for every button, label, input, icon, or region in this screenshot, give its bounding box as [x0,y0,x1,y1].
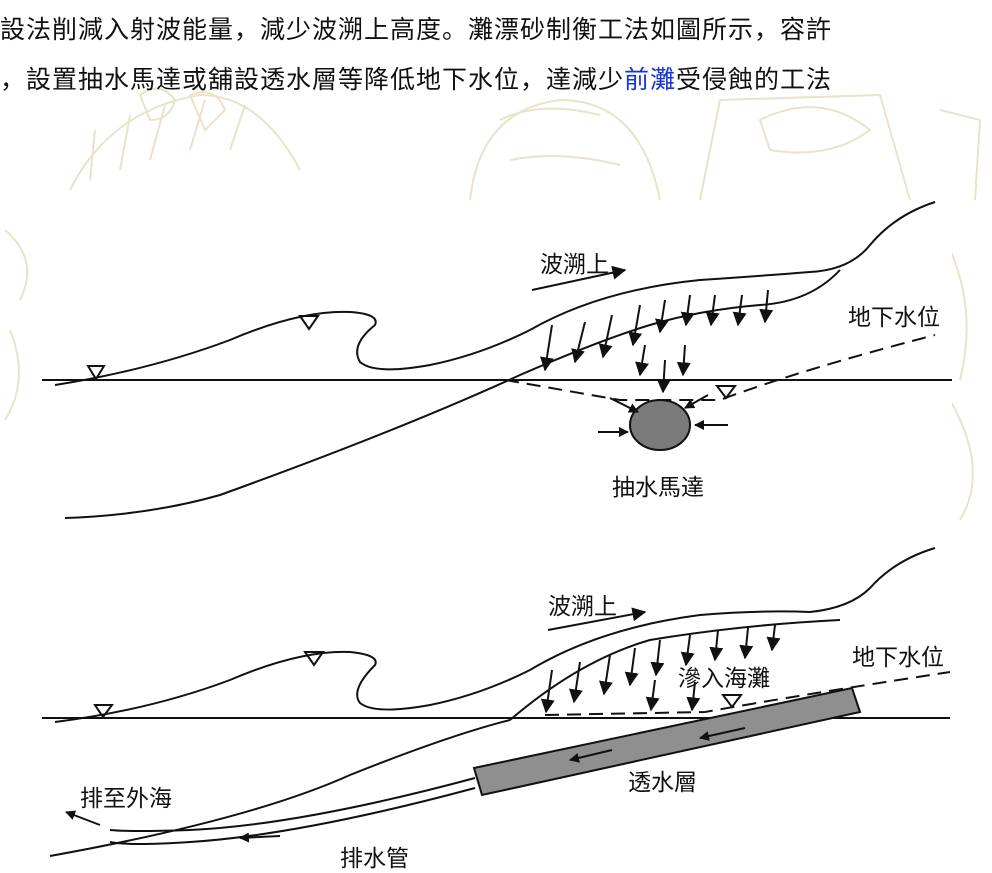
permeable-layer-label: 透水層 [628,770,697,796]
bottom-wave-runup-label: 波溯上 [548,594,617,620]
bottom-beach-profile [509,619,841,721]
top-groundwater-label: 地下水位 [848,305,940,331]
bottom-water-marker-1 [93,704,114,719]
foreshore-link[interactable]: 前灘 [624,65,677,94]
bottom-groundwater-label: 地下水位 [852,645,944,671]
bottom-runup-arrow [547,607,647,631]
top-runup-arrow [531,265,627,291]
top-diagram [42,201,952,519]
drain-pipe-lower [109,787,476,845]
bottom-wave-surface [54,547,936,723]
top-wave-runup-label: 波溯上 [540,252,609,278]
bottom-water-marker-2 [303,651,325,667]
top-panel-bg [42,205,952,545]
top-groundwater-line [504,334,936,401]
top-beach-profile [64,269,841,519]
to-sea-arrow [65,810,101,826]
drain-pipe-label: 排水管 [340,846,409,872]
top-pump-body [629,399,691,451]
infiltrate-beach-label: 滲入海灘 [678,666,770,692]
intro-text-line2: ，設置抽水馬達或舖設透水層等降低地下水位，達減少前灘受侵蝕的工法 [0,60,832,96]
drain-pipe-upper [109,777,476,832]
bottom-deep-profile [49,719,511,857]
intro-text-line1: 設法削減入射波能量，減少波溯上高度。灘漂砂制衡工法如圖所示，容許 [0,15,833,44]
permeable-layer [472,686,862,797]
bottom-water-marker-3 [721,694,743,709]
pump-label: 抽水馬達 [612,475,704,501]
to-sea-label: 排至外海 [80,786,172,812]
top-water-marker-1 [86,365,106,381]
top-water-marker-3 [715,385,737,400]
top-water-marker-2 [298,315,320,331]
intro-text-line2-end: 受侵蝕的工法 [676,65,833,94]
intro-text-line2-start: ，設置抽水馬達或舖設透水層等降低地下水位，達減少 [0,65,625,94]
top-wave-surface [54,201,936,386]
